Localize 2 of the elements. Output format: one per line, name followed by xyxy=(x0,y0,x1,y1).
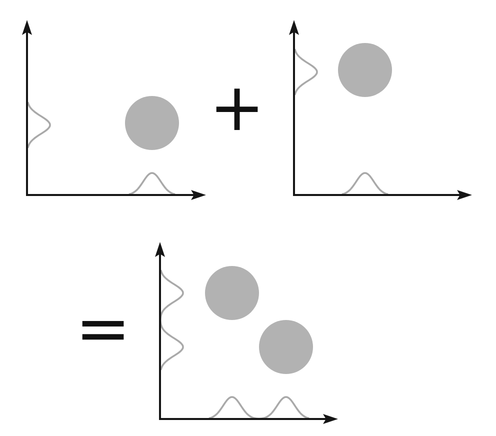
plus-sign: + xyxy=(209,75,265,141)
equals-sign: = xyxy=(75,296,131,362)
